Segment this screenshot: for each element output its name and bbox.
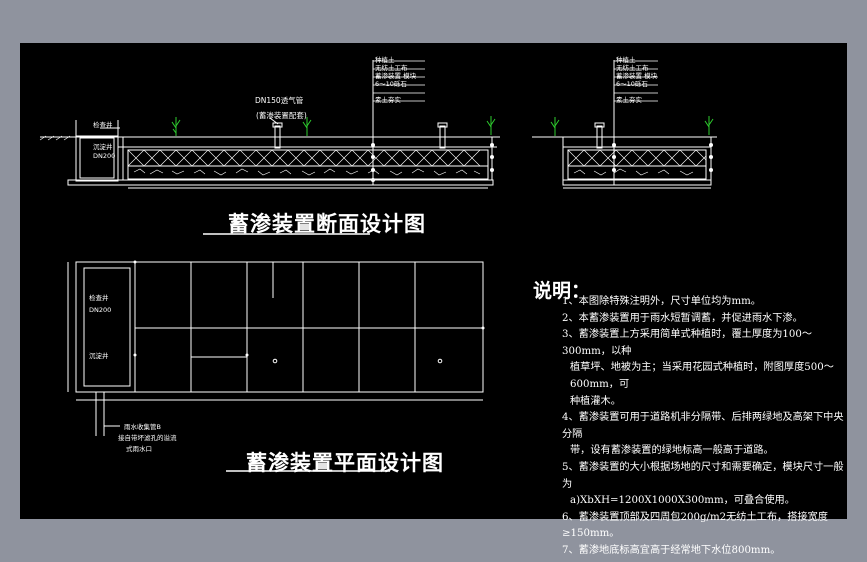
plan-title: 蓄渗装置平面设计图 — [246, 450, 444, 475]
inspection-well-label: 检查井 — [93, 121, 113, 129]
settling-well-label: 沉淀井 — [93, 143, 113, 151]
note-line-10: 6、蓄渗装置顶部及四周包200g/m2无纺土工布，搭接宽度≥150mm。 — [562, 511, 828, 540]
layer-left-3: 蓄渗装置 模块 — [375, 72, 417, 80]
note-line-3: 3、蓄渗装置上方采用简单式种植时，覆土厚度为100～300mm，以种 — [562, 329, 813, 357]
drain-pipe-sub2-label: 式雨水口 — [126, 445, 152, 453]
dn200-label: DN200 — [93, 152, 116, 160]
layer-left-2: 无纺土工布 — [375, 64, 408, 72]
note-line-5: 种植灌木。 — [570, 395, 621, 407]
note-line-1: 1、本图除特殊注明外，尺寸单位均为mm。 — [562, 296, 761, 307]
drain-pipe-label: 雨水收集管B — [124, 423, 161, 431]
note-line-8: 5、蓄渗装置的大小根据场地的尺寸和需要确定，模块尺寸一般为 — [562, 461, 844, 490]
note-line-2: 2、本蓄渗装置用于雨水短暂调蓄，并促进雨水下渗。 — [562, 312, 803, 324]
note-line-4: 植草坪、地被为主；当采用花园式种植时，附图厚度500～600mm，可 — [570, 362, 834, 390]
drain-pipe-sub-label: 接自带坏滤孔的溢流 — [118, 434, 177, 442]
note-line-6: 4、蓄渗装置可用于道路机非分隔带、后排两绿地及高架下中央分隔 — [562, 412, 844, 440]
plan-dn200-label: DN200 — [89, 306, 112, 314]
section-view-left — [39, 60, 500, 189]
vent-pipe-sub-label: (蓄渗装置配套) — [256, 111, 307, 120]
note-line-11: 7、蓄渗地底标高宜高于经常地下水位800mm。 — [562, 544, 781, 556]
layer-left-1: 种植土 — [375, 56, 395, 64]
layer-right-4: 6～10砾石 — [616, 80, 648, 88]
notes-heading: 说明： — [533, 280, 591, 302]
section-title: 蓄渗装置断面设计图 — [228, 211, 426, 236]
plan-settling-label: 沉淀井 — [89, 352, 109, 360]
vent-pipe-label: DN150透气管 — [255, 96, 304, 105]
layer-left-5: 素土夯实 — [375, 96, 401, 104]
notes-block: 1、本图除特殊注明外，尺寸单位均为mm。 2、本蓄渗装置用于雨水短暂调蓄，并促进… — [562, 294, 847, 560]
layer-legend-right — [614, 60, 658, 102]
note-line-9: a)XbXH=1200X1000X300mm，可叠合使用。 — [570, 495, 795, 507]
section-view-right — [532, 60, 717, 189]
layer-legend-left — [373, 60, 425, 102]
layer-right-2: 无纺土工布 — [616, 64, 649, 72]
layer-left-4: 6～10砾石 — [375, 80, 407, 88]
plan-inspection-label: 检查井 — [89, 294, 109, 302]
plan-view — [67, 260, 485, 436]
layer-right-1: 种植土 — [616, 56, 636, 64]
layer-right-5: 素土夯实 — [616, 96, 642, 104]
note-line-7: 带，设有蓄渗装置的绿地标高一般高于道路。 — [570, 445, 774, 457]
layer-right-3: 蓄渗装置 模块 — [616, 72, 658, 80]
